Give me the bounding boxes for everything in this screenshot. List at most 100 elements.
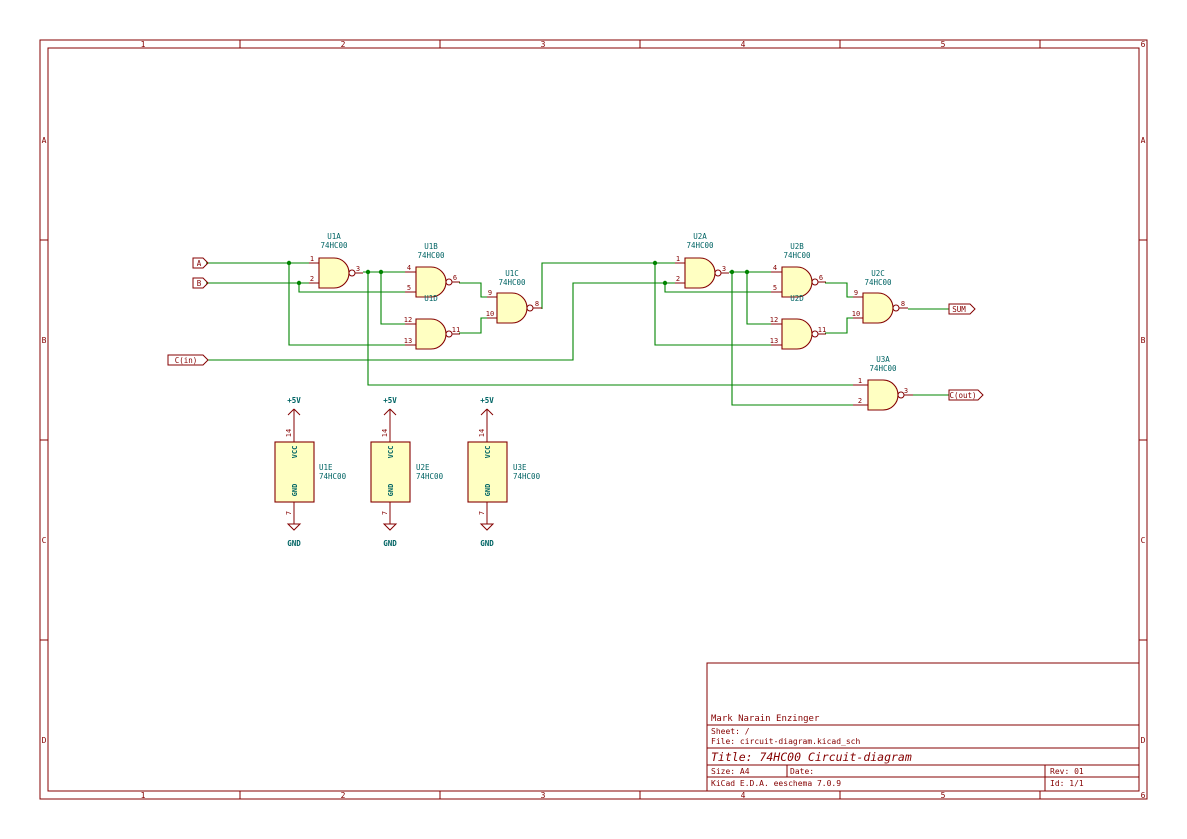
schematic-text: U1A <box>327 232 341 241</box>
drawing-frame <box>39 39 1148 800</box>
schematic-text: U2B <box>790 242 804 251</box>
schematic-text: 7 <box>285 511 293 515</box>
schematic-text: 74HC00 <box>320 241 348 250</box>
schematic-text: 14 <box>381 429 389 437</box>
label-a: A <box>192 257 209 269</box>
schematic-text: C(out) <box>949 391 976 400</box>
schematic-text: 14 <box>478 429 486 437</box>
zone-row-a-right: A <box>1141 136 1146 145</box>
schematic-text: 74HC00 <box>686 241 714 250</box>
nand-gate-u1b: 4 5 6 U1B 74HC00 <box>405 242 460 298</box>
schematic-text: +5V <box>480 396 494 405</box>
schematic-text: A <box>197 259 202 268</box>
schematic-text: GND <box>484 484 492 497</box>
zone-row-d-left: D <box>42 736 47 745</box>
schematic-text: 2 <box>676 275 680 283</box>
schematic-text: 2 <box>310 275 314 283</box>
title-block-file: File: circuit-diagram.kicad_sch <box>711 737 860 746</box>
schematic-text: 1 <box>858 377 862 385</box>
schematic-text: 14 <box>285 429 293 437</box>
schematic-text: GND <box>287 539 301 548</box>
schematic-text: 12 <box>770 316 778 324</box>
schematic-text: U2A <box>693 232 707 241</box>
nand-gate-u1a: 1 2 3 U1A 74HC00 <box>309 232 363 289</box>
zone-col-1-bottom: 1 <box>141 791 146 800</box>
schematic-text: 74HC00 <box>498 278 526 287</box>
schematic-text: 74HC00 <box>319 472 347 481</box>
schematic-text: GND <box>383 539 397 548</box>
schematic-text: 74HC00 <box>869 364 897 373</box>
zone-col-3-top: 3 <box>541 40 546 49</box>
zone-col-5-top: 5 <box>941 40 946 49</box>
schematic-text: GND <box>480 539 494 548</box>
label-cin: C(in) <box>167 354 209 366</box>
schematic-text: 9 <box>854 289 858 297</box>
zone-col-2-bottom: 2 <box>341 791 346 800</box>
schematic-text: B <box>197 279 202 288</box>
zone-col-1-top: 1 <box>141 40 146 49</box>
zone-row-a-left: A <box>42 136 47 145</box>
schematic-text: C(in) <box>175 356 198 365</box>
nand-gate-u2d: 12 13 11 U2D <box>770 294 826 350</box>
schematic-text: 2 <box>858 397 862 405</box>
schematic-text: 4 <box>407 264 411 272</box>
schematic-text: 4 <box>773 264 777 272</box>
schematic-text: 8 <box>901 300 905 308</box>
schematic-text: 74HC00 <box>416 472 444 481</box>
schematic-text: +5V <box>287 396 301 405</box>
schematic-text: U2E <box>416 463 430 472</box>
schematic-text: 11 <box>452 326 460 334</box>
schematic-text: U2D <box>790 294 804 303</box>
schematic-text: 10 <box>486 310 494 318</box>
schematic-text: 1 <box>676 255 680 263</box>
schematic-text: SUM <box>952 305 966 314</box>
schematic-text: 9 <box>488 289 492 297</box>
label-b: B <box>192 277 209 289</box>
schematic-text: 74HC00 <box>417 251 445 260</box>
schematic-text: U3A <box>876 355 890 364</box>
schematic-text: 1 <box>310 255 314 263</box>
schematic-text: VCC <box>484 446 492 459</box>
wires <box>206 260 949 406</box>
schematic-text: 8 <box>535 300 539 308</box>
schematic-text: 74HC00 <box>513 472 541 481</box>
zone-col-6-top: 6 <box>1141 40 1146 49</box>
nand-gate-u1d: 12 13 11 U1D <box>404 294 460 350</box>
schematic-text: 6 <box>819 274 823 282</box>
schematic-text: 5 <box>407 284 411 292</box>
zone-col-5-bottom: 5 <box>941 791 946 800</box>
schematic-text: 74HC00 <box>864 278 892 287</box>
schematic-text: 5 <box>773 284 777 292</box>
power-unit-u2e: +5V GND 14 7 VCC GND U2E 74HC00 <box>370 396 444 548</box>
schematic-text: 13 <box>770 337 778 345</box>
nand-gate-u2b: 4 5 6 U2B 74HC00 <box>771 242 826 298</box>
schematic-text: U1B <box>424 242 438 251</box>
schematic-text: VCC <box>291 446 299 459</box>
title-block-rev: Rev: 01 <box>1050 767 1084 776</box>
power-unit-u3e: +5V GND 14 7 VCC GND U3E 74HC00 <box>467 396 541 548</box>
schematic-text: 3 <box>356 265 360 273</box>
schematic-text: U2C <box>871 269 885 278</box>
schematic-text: 74HC00 <box>783 251 811 260</box>
zone-row-b-right: B <box>1141 336 1146 345</box>
nand-gate-u1c: 9 10 8 U1C 74HC00 <box>486 269 542 324</box>
title-block: Mark Narain Enzinger Sheet: / File: circ… <box>706 662 1140 792</box>
zone-col-6-bottom: 6 <box>1141 791 1146 800</box>
title-block-size: Size: A4 <box>711 767 750 776</box>
zone-row-b-left: B <box>42 336 47 345</box>
title-block-sheet: Sheet: / <box>711 727 750 736</box>
schematic-text: VCC <box>387 446 395 459</box>
zone-col-4-top: 4 <box>741 40 746 49</box>
title-block-author: Mark Narain Enzinger <box>711 714 820 724</box>
schematic-text: 12 <box>404 316 412 324</box>
zone-col-2-top: 2 <box>341 40 346 49</box>
zone-row-c-right: C <box>1141 536 1146 545</box>
schematic-text: U1C <box>505 269 519 278</box>
schematic-text: 7 <box>478 511 486 515</box>
schematic-text: +5V <box>383 396 397 405</box>
title-block-tool: KiCad E.D.A. eeschema 7.0.9 <box>711 779 841 788</box>
label-sum: SUM <box>948 303 976 315</box>
schematic-text: 6 <box>453 274 457 282</box>
nand-gate-u2a: 1 2 3 U2A 74HC00 <box>675 232 729 289</box>
schematic-text: 3 <box>722 265 726 273</box>
